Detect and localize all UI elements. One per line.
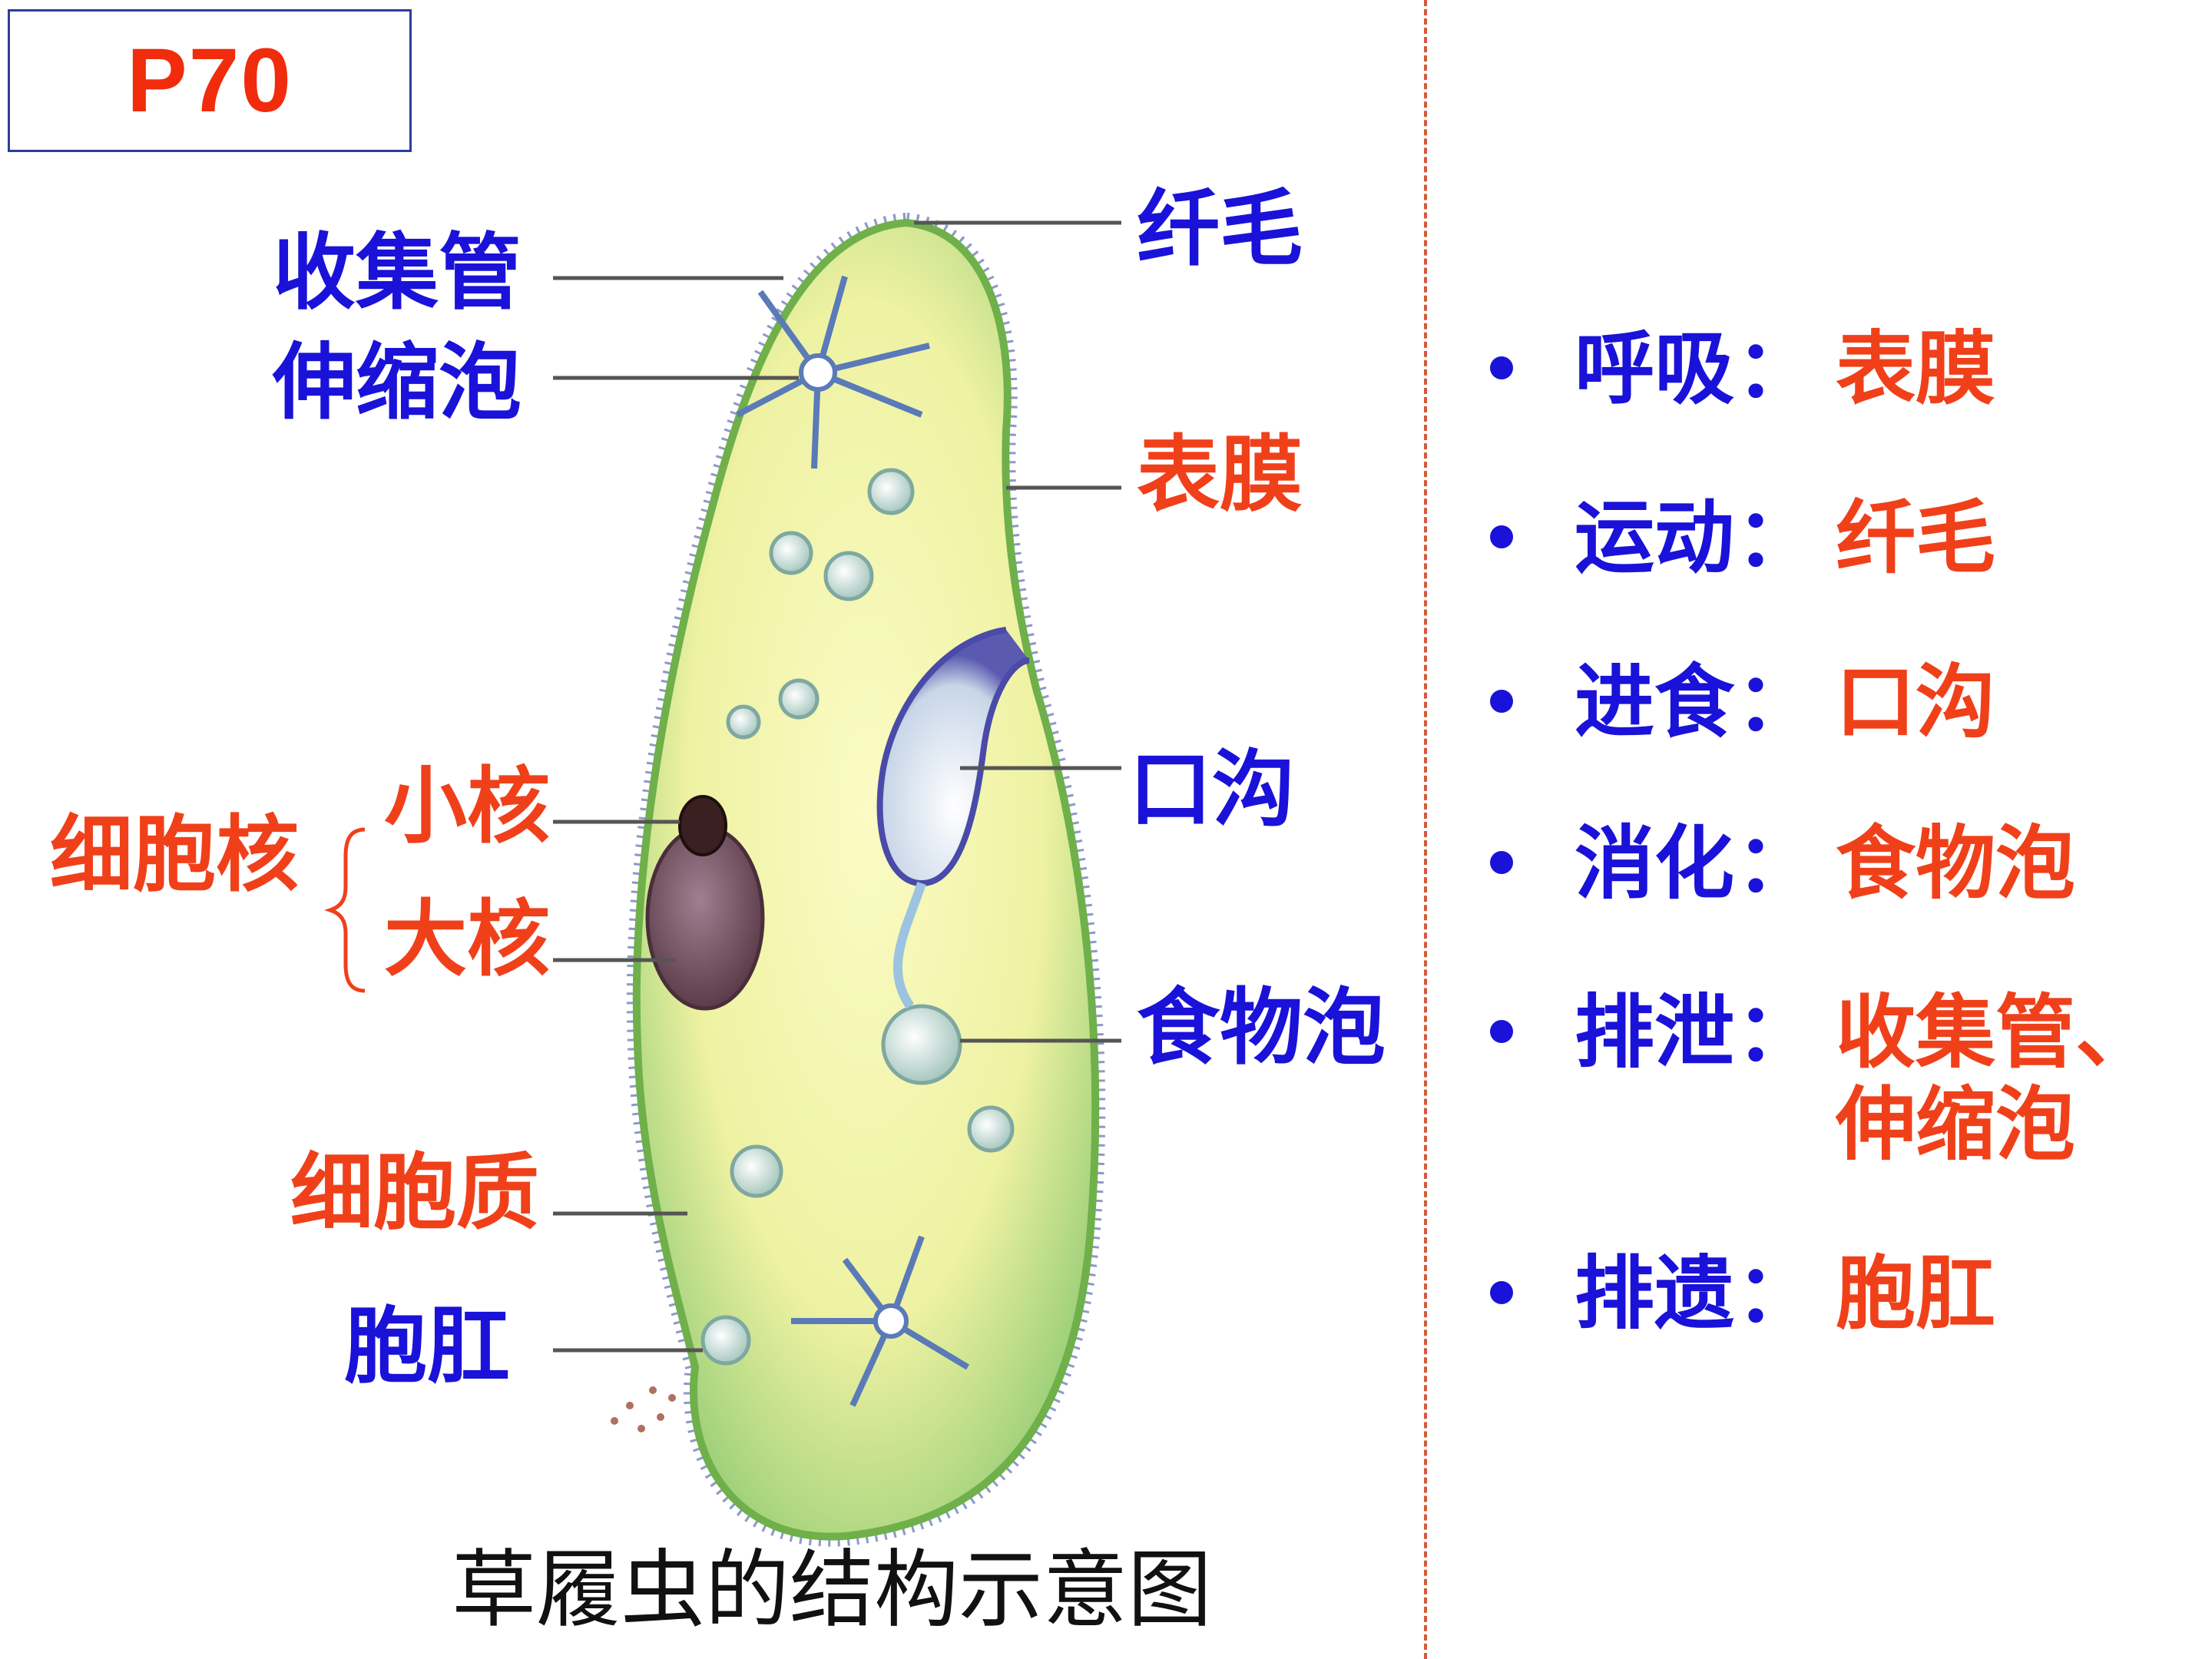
function-colon: ：	[1736, 985, 1816, 1079]
label-pellicle: 表膜	[1137, 427, 1303, 523]
function-term: 进食	[1575, 655, 1735, 749]
function-term: 运动	[1575, 491, 1735, 584]
function-structure-continued: 伸缩泡	[1836, 1078, 2076, 1171]
food-vacuoles	[700, 468, 1015, 1366]
bullet-dot	[1490, 356, 1513, 379]
page-number: P70	[127, 30, 293, 131]
bullet-dot	[1490, 690, 1513, 713]
function-structure: 收集管、	[1836, 985, 2156, 1079]
label-anal-pore: 胞肛	[344, 1299, 511, 1395]
function-colon: ：	[1736, 491, 1816, 584]
bullet-dot	[1490, 1020, 1513, 1043]
function-structure: 食物泡	[1836, 816, 2076, 910]
label-cilia: 纤毛	[1137, 181, 1303, 277]
label-nucleus: 细胞核	[50, 807, 300, 903]
bullet-dot	[1490, 1281, 1513, 1304]
page-number-box: P70	[8, 9, 412, 152]
label-collecting-tube: 收集管	[273, 225, 522, 321]
label-food-vacuole: 食物泡	[1137, 980, 1386, 1076]
paramecium-diagram	[324, 212, 1121, 1547]
label-cytoplasm: 细胞质	[290, 1145, 540, 1241]
function-structure: 口沟	[1836, 655, 1996, 749]
function-colon: ：	[1736, 655, 1816, 749]
function-structure: 胞肛	[1836, 1247, 1996, 1340]
function-colon: ：	[1736, 322, 1816, 416]
bullet-dot	[1490, 525, 1513, 548]
function-colon: ：	[1736, 1247, 1816, 1340]
brace-icon	[324, 827, 366, 993]
dashed-divider	[1424, 0, 1427, 1659]
function-structure: 表膜	[1836, 322, 1996, 416]
label-contractile-vacuole: 伸缩泡	[273, 335, 522, 431]
oral-groove	[876, 627, 1030, 887]
function-term: 呼吸	[1575, 322, 1735, 416]
cell-body	[632, 218, 1100, 1541]
function-structure: 纤毛	[1836, 491, 1996, 584]
function-term: 排泄	[1575, 985, 1735, 1079]
label-macronucleus: 大核	[384, 892, 551, 988]
function-term: 消化	[1575, 816, 1735, 910]
diagram-caption: 草履虫的结构示意图	[452, 1541, 1212, 1639]
label-oral-groove: 口沟	[1129, 742, 1296, 838]
bullet-dot	[1490, 851, 1513, 874]
excreted-particles	[611, 1386, 676, 1432]
micronucleus	[678, 795, 727, 856]
function-term: 排遗	[1575, 1247, 1735, 1340]
label-micronucleus: 小核	[384, 759, 551, 855]
leader-lines	[553, 220, 1121, 1353]
function-colon: ：	[1736, 816, 1816, 910]
